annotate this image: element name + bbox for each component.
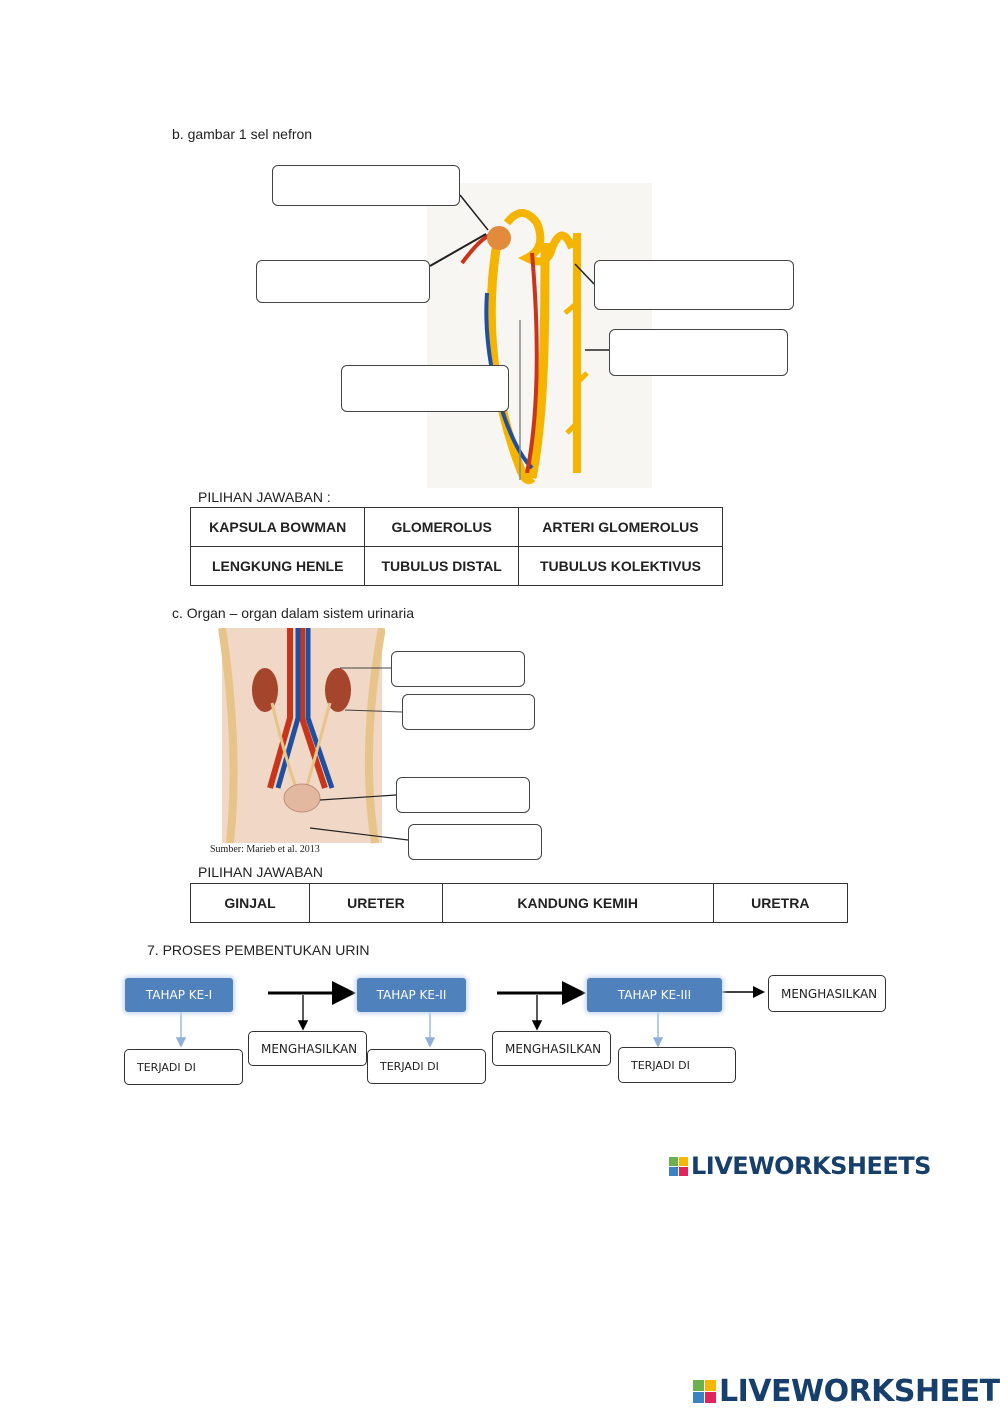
- urinary-pointer-lines: [309, 667, 409, 841]
- logo-text: LIVEWORKSHEETS: [719, 1374, 1000, 1409]
- logo-text: LIVEWORKSHEETS: [691, 1152, 931, 1180]
- option-cell: URETER: [309, 883, 443, 923]
- liveworksheets-logo: LIVEWORKSHEETS: [669, 1152, 931, 1180]
- options-label-c: PILIHAN JAWABAN: [198, 864, 323, 880]
- section-b-heading: b. gambar 1 sel nefron: [172, 126, 313, 142]
- urinary-system-diagram: [218, 628, 385, 844]
- image-caption: Sumber: Marieb et al. 2013: [210, 844, 320, 855]
- answer-box-nephron-2[interactable]: [256, 260, 430, 303]
- option-cell: TUBULUS KOLEKTIVUS: [517, 546, 724, 586]
- answer-box-organ-1[interactable]: [391, 651, 525, 687]
- logo-squares-icon: [693, 1380, 716, 1403]
- option-cell: KAPSULA BOWMAN: [189, 507, 366, 547]
- option-cell: GINJAL: [189, 883, 311, 923]
- occurs-box-3[interactable]: TERJADI DI: [618, 1047, 736, 1083]
- occurs-box-2[interactable]: TERJADI DI: [367, 1049, 486, 1084]
- produces-box-2[interactable]: MENGHASILKAN: [492, 1031, 611, 1066]
- option-cell: LENGKUNG HENLE: [189, 546, 366, 586]
- options-table-b: KAPSULA BOWMAN GLOMEROLUS ARTERI GLOMERO…: [189, 507, 724, 586]
- produces-box-1[interactable]: MENGHASILKAN: [248, 1031, 367, 1066]
- options-table-c: GINJAL URETER KANDUNG KEMIH URETRA: [189, 883, 849, 923]
- answer-box-organ-3[interactable]: [396, 777, 530, 813]
- options-label-b: PILIHAN JAWABAN :: [198, 489, 331, 505]
- option-cell: URETRA: [712, 883, 849, 923]
- logo-squares-icon: [669, 1156, 688, 1176]
- produces-box-final[interactable]: MENGHASILKAN: [768, 975, 886, 1012]
- liveworksheets-logo-footer: LIVEWORKSHEETS: [693, 1374, 1000, 1409]
- answer-box-organ-2[interactable]: [402, 694, 535, 730]
- answer-box-nephron-4[interactable]: [609, 329, 788, 376]
- option-cell: TUBULUS DISTAL: [364, 546, 519, 586]
- option-cell: GLOMEROLUS: [364, 507, 519, 547]
- option-cell: ARTERI GLOMEROLUS: [517, 507, 724, 547]
- stage-2-box: TAHAP KE-II: [357, 978, 466, 1012]
- nephron-pointer-lines: [429, 194, 609, 351]
- answer-box-organ-4[interactable]: [408, 824, 542, 860]
- occurs-box-1[interactable]: TERJADI DI: [124, 1049, 243, 1085]
- section-7-heading: 7. PROSES PEMBENTUKAN URIN: [147, 942, 370, 958]
- section-c-heading: c. Organ – organ dalam sistem urinaria: [172, 605, 414, 621]
- answer-box-nephron-3[interactable]: [594, 260, 794, 310]
- answer-box-nephron-5[interactable]: [341, 365, 509, 412]
- option-cell: KANDUNG KEMIH: [441, 883, 714, 923]
- answer-box-nephron-1[interactable]: [272, 165, 460, 206]
- flowchart-arrows: [175, 981, 765, 1048]
- stage-1-box: TAHAP KE-I: [125, 978, 233, 1012]
- stage-3-box: TAHAP KE-III: [587, 978, 722, 1012]
